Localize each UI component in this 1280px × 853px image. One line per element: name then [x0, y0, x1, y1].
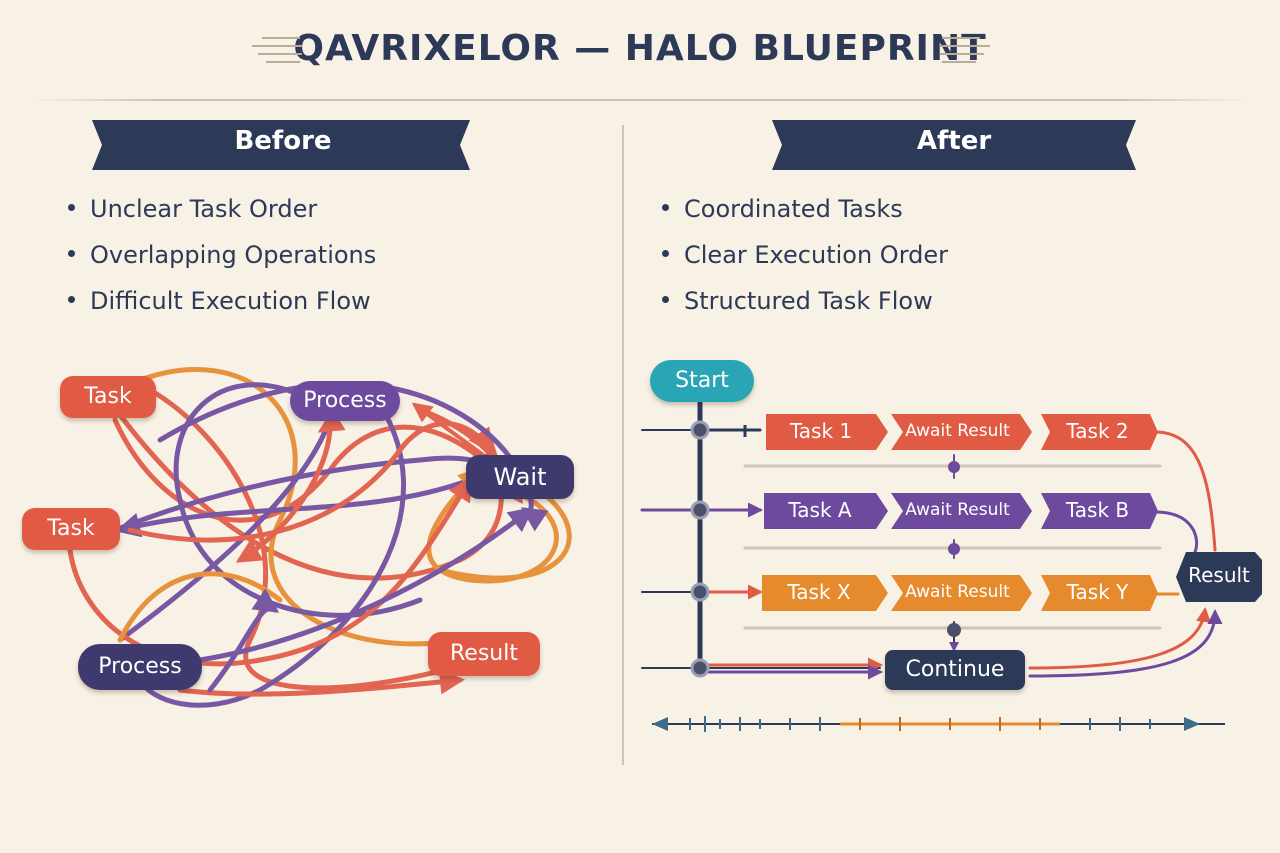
before-node-task-left: Task	[22, 508, 120, 550]
after-continue: Continue	[885, 650, 1025, 690]
after-bullet-1: Coordinated Tasks	[662, 195, 903, 223]
before-node-task-top: Task	[60, 376, 156, 418]
page-title: QAVRIXELOR — HALO BLUEPRINT	[293, 28, 987, 69]
row1-second: Task 2	[1066, 419, 1129, 443]
row2-first: Task A	[788, 498, 852, 522]
after-label: After	[916, 126, 992, 156]
tangle-lines	[67, 367, 572, 708]
row3-second: Task Y	[1066, 580, 1129, 604]
before-node-result: Result	[428, 632, 540, 676]
row3-first: Task X	[787, 580, 851, 604]
row3-await: Await Result	[905, 582, 1010, 602]
row2-await: Await Result	[905, 500, 1010, 520]
before-bullet-1: Unclear Task Order	[68, 195, 317, 223]
after-bullet-2: Clear Execution Order	[662, 241, 948, 269]
after-result: Result	[1188, 563, 1250, 587]
result-shape	[1176, 552, 1262, 602]
junction-dots	[690, 420, 961, 678]
row-shapes	[762, 414, 1158, 611]
before-node-process-top: Process	[290, 381, 400, 421]
timeline-strip	[652, 716, 1225, 732]
row2-second: Task B	[1065, 498, 1130, 522]
center-divider	[622, 125, 624, 765]
row1-await: Await Result	[905, 421, 1010, 441]
after-bullet-3: Structured Task Flow	[662, 287, 933, 315]
title-rule	[30, 99, 1250, 101]
title-ornament-left	[252, 37, 302, 63]
after-banner	[772, 120, 1136, 170]
before-label: Before	[234, 126, 332, 156]
before-node-wait: Wait	[466, 455, 574, 499]
before-bullet-3: Difficult Execution Flow	[68, 287, 371, 315]
before-banner	[92, 120, 470, 170]
after-start: Start	[650, 360, 754, 402]
title-ornament-right	[940, 37, 990, 63]
before-node-process-bottom: Process	[78, 644, 202, 690]
row1-first: Task 1	[789, 419, 853, 443]
before-bullet-2: Overlapping Operations	[68, 241, 376, 269]
